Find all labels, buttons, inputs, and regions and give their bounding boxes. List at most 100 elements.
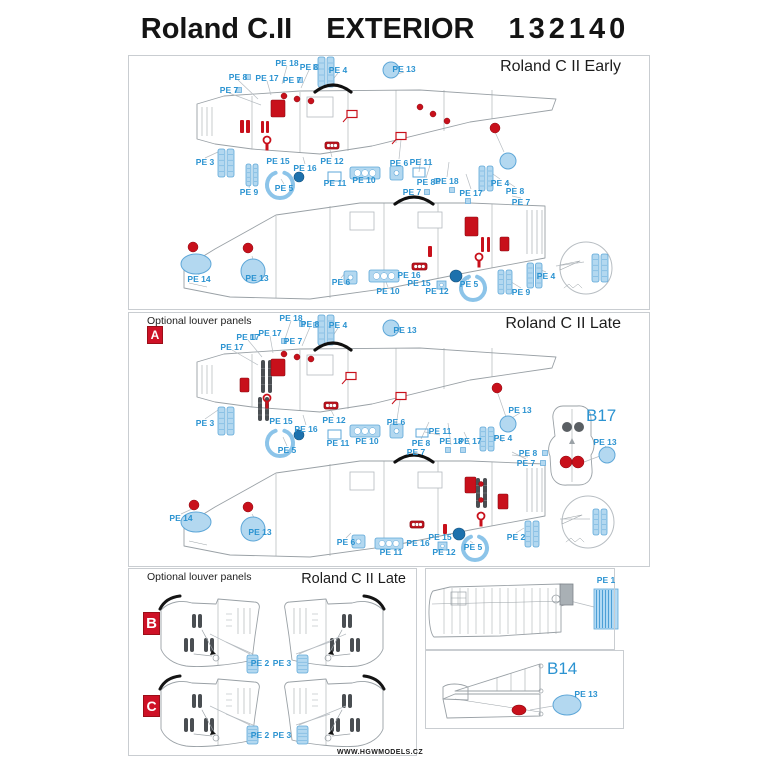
pe-label: PE 2 — [250, 658, 270, 668]
pe-part-ring — [461, 534, 489, 562]
pe-part-rbar — [443, 524, 447, 534]
pe-label: PE 15 — [407, 278, 431, 288]
sheet-header: Roland C.II EXTERIOR 132140 — [0, 13, 770, 46]
pe-part-lv2 — [591, 253, 609, 283]
pe-part-rkey — [262, 393, 272, 409]
pe-part-rdot — [478, 497, 484, 503]
panel-roland-late: Optional louver panels A Roland C II Lat… — [128, 312, 650, 567]
pe-label: PE 11 — [379, 547, 403, 557]
pe-part-arc — [313, 83, 353, 94]
pe-part-sq — [245, 74, 251, 80]
pe-label: PE 16 — [406, 538, 430, 548]
pe-part-lv1 — [296, 725, 309, 745]
pe-part-gr3 — [368, 269, 400, 283]
pe-part-cir — [598, 446, 616, 464]
pe-part-grect — [559, 583, 574, 606]
pe-part-p12 — [437, 541, 448, 551]
badge-a: A — [147, 326, 163, 344]
pe-label: PE 12 — [320, 156, 344, 166]
b17-part-art — [548, 405, 595, 486]
pe-part-sq — [460, 447, 466, 453]
pe-part-nav — [293, 429, 305, 441]
website-url: WWW.HGWMODELS.CZ — [336, 749, 424, 756]
pe-part-lv2 — [217, 406, 235, 436]
pe-part-gr3 — [411, 262, 428, 271]
pe-parts — [511, 694, 582, 716]
pe-part-gr3 — [323, 401, 339, 410]
pe-part-rdot — [416, 103, 424, 111]
pe-part-rdot — [242, 242, 254, 254]
pe-part-ring — [265, 428, 295, 458]
pe-label: PE 11 — [323, 178, 347, 188]
pe-part-sq — [313, 64, 319, 70]
pe-part-cir — [499, 152, 517, 170]
pe-label: PE 17 — [236, 332, 260, 342]
pe-label: PE 17 — [255, 73, 279, 83]
pe-label: PE 1 — [596, 575, 616, 585]
pe-part-rl — [327, 429, 342, 440]
pe-label: PE 12 — [425, 286, 449, 296]
sheet-subtitle: EXTERIOR — [326, 13, 475, 45]
pe-label: PE 18 — [439, 436, 463, 446]
pe-label: PE 4 — [328, 65, 348, 75]
pe-part-lv1 — [246, 725, 259, 745]
pe-label: PE 3 — [195, 418, 215, 428]
pe-label: PE 18 — [279, 313, 303, 323]
pe-label: PE 9 — [511, 287, 531, 297]
b14-art — [442, 663, 544, 719]
pe-part-cir — [240, 258, 266, 284]
pe-part-oval — [180, 511, 212, 533]
pe-part-oval — [552, 694, 582, 716]
pe-part-lv2 — [317, 314, 335, 346]
pe-part-sq — [465, 198, 471, 204]
pe-part-sq — [250, 334, 256, 340]
pe-label: PE 12 — [432, 547, 456, 557]
pe-part-rdot — [491, 382, 503, 394]
pe-part-lv2 — [245, 163, 259, 187]
pe-part-gdot — [574, 422, 584, 432]
panel-late-title: Roland C II Late — [505, 315, 621, 332]
pe-part-rl — [327, 171, 342, 182]
pe-label: PE 14 — [169, 513, 193, 523]
pe-part-rflag — [342, 109, 358, 123]
pe-part-hatch — [349, 471, 375, 491]
pe-label: PE 2 — [250, 730, 270, 740]
pe-part-rrect — [270, 99, 286, 118]
fuselage-art — [183, 347, 557, 558]
leader-lines — [209, 633, 347, 726]
pe-part-rflag — [341, 371, 357, 385]
pe-label: PE 2 — [506, 532, 526, 542]
pe-part-lv2 — [592, 508, 608, 536]
pe-label: PE 13 — [508, 405, 532, 415]
pe-label: PE 13 — [393, 325, 417, 335]
pe-part-sq — [299, 321, 305, 327]
pe-part-lv2 — [526, 262, 543, 289]
pe-label: PE 6 — [331, 277, 351, 287]
pe-part-rflag — [391, 131, 407, 145]
panel-early-title: Roland C II Early — [500, 58, 621, 75]
pe-label: PE 8 — [505, 186, 525, 196]
pe-part-rdot — [307, 97, 315, 105]
pe-label: PE 4 — [490, 178, 510, 188]
pe-label: PE 5 — [459, 279, 479, 289]
b14-part-label: B14 — [547, 659, 578, 678]
pe-label: PE 11 — [428, 426, 452, 436]
pe-part-rkey — [474, 252, 484, 268]
pe-label: PE 8 — [300, 319, 320, 329]
pe-part-lv2 — [524, 520, 540, 548]
pe-part-lv2 — [478, 165, 494, 192]
optional-louver-note-2: Optional louver panels — [147, 571, 252, 583]
leader-lines — [529, 705, 554, 711]
pe-label: PE 8 — [518, 448, 538, 458]
pe-part-nav — [452, 527, 466, 541]
pe-part-rdot — [293, 95, 301, 103]
pe-label: PE 7 — [516, 458, 536, 468]
pe-part-sq — [313, 322, 319, 328]
pe-part-lv1 — [296, 654, 309, 674]
pe-part-ring — [459, 274, 487, 302]
pe-part-clip — [389, 165, 404, 181]
pe-label: PE 13 — [574, 689, 598, 699]
panel-b14 — [425, 650, 624, 729]
pe-label: PE 13 — [245, 273, 269, 283]
pe-part-rbar — [240, 120, 244, 133]
